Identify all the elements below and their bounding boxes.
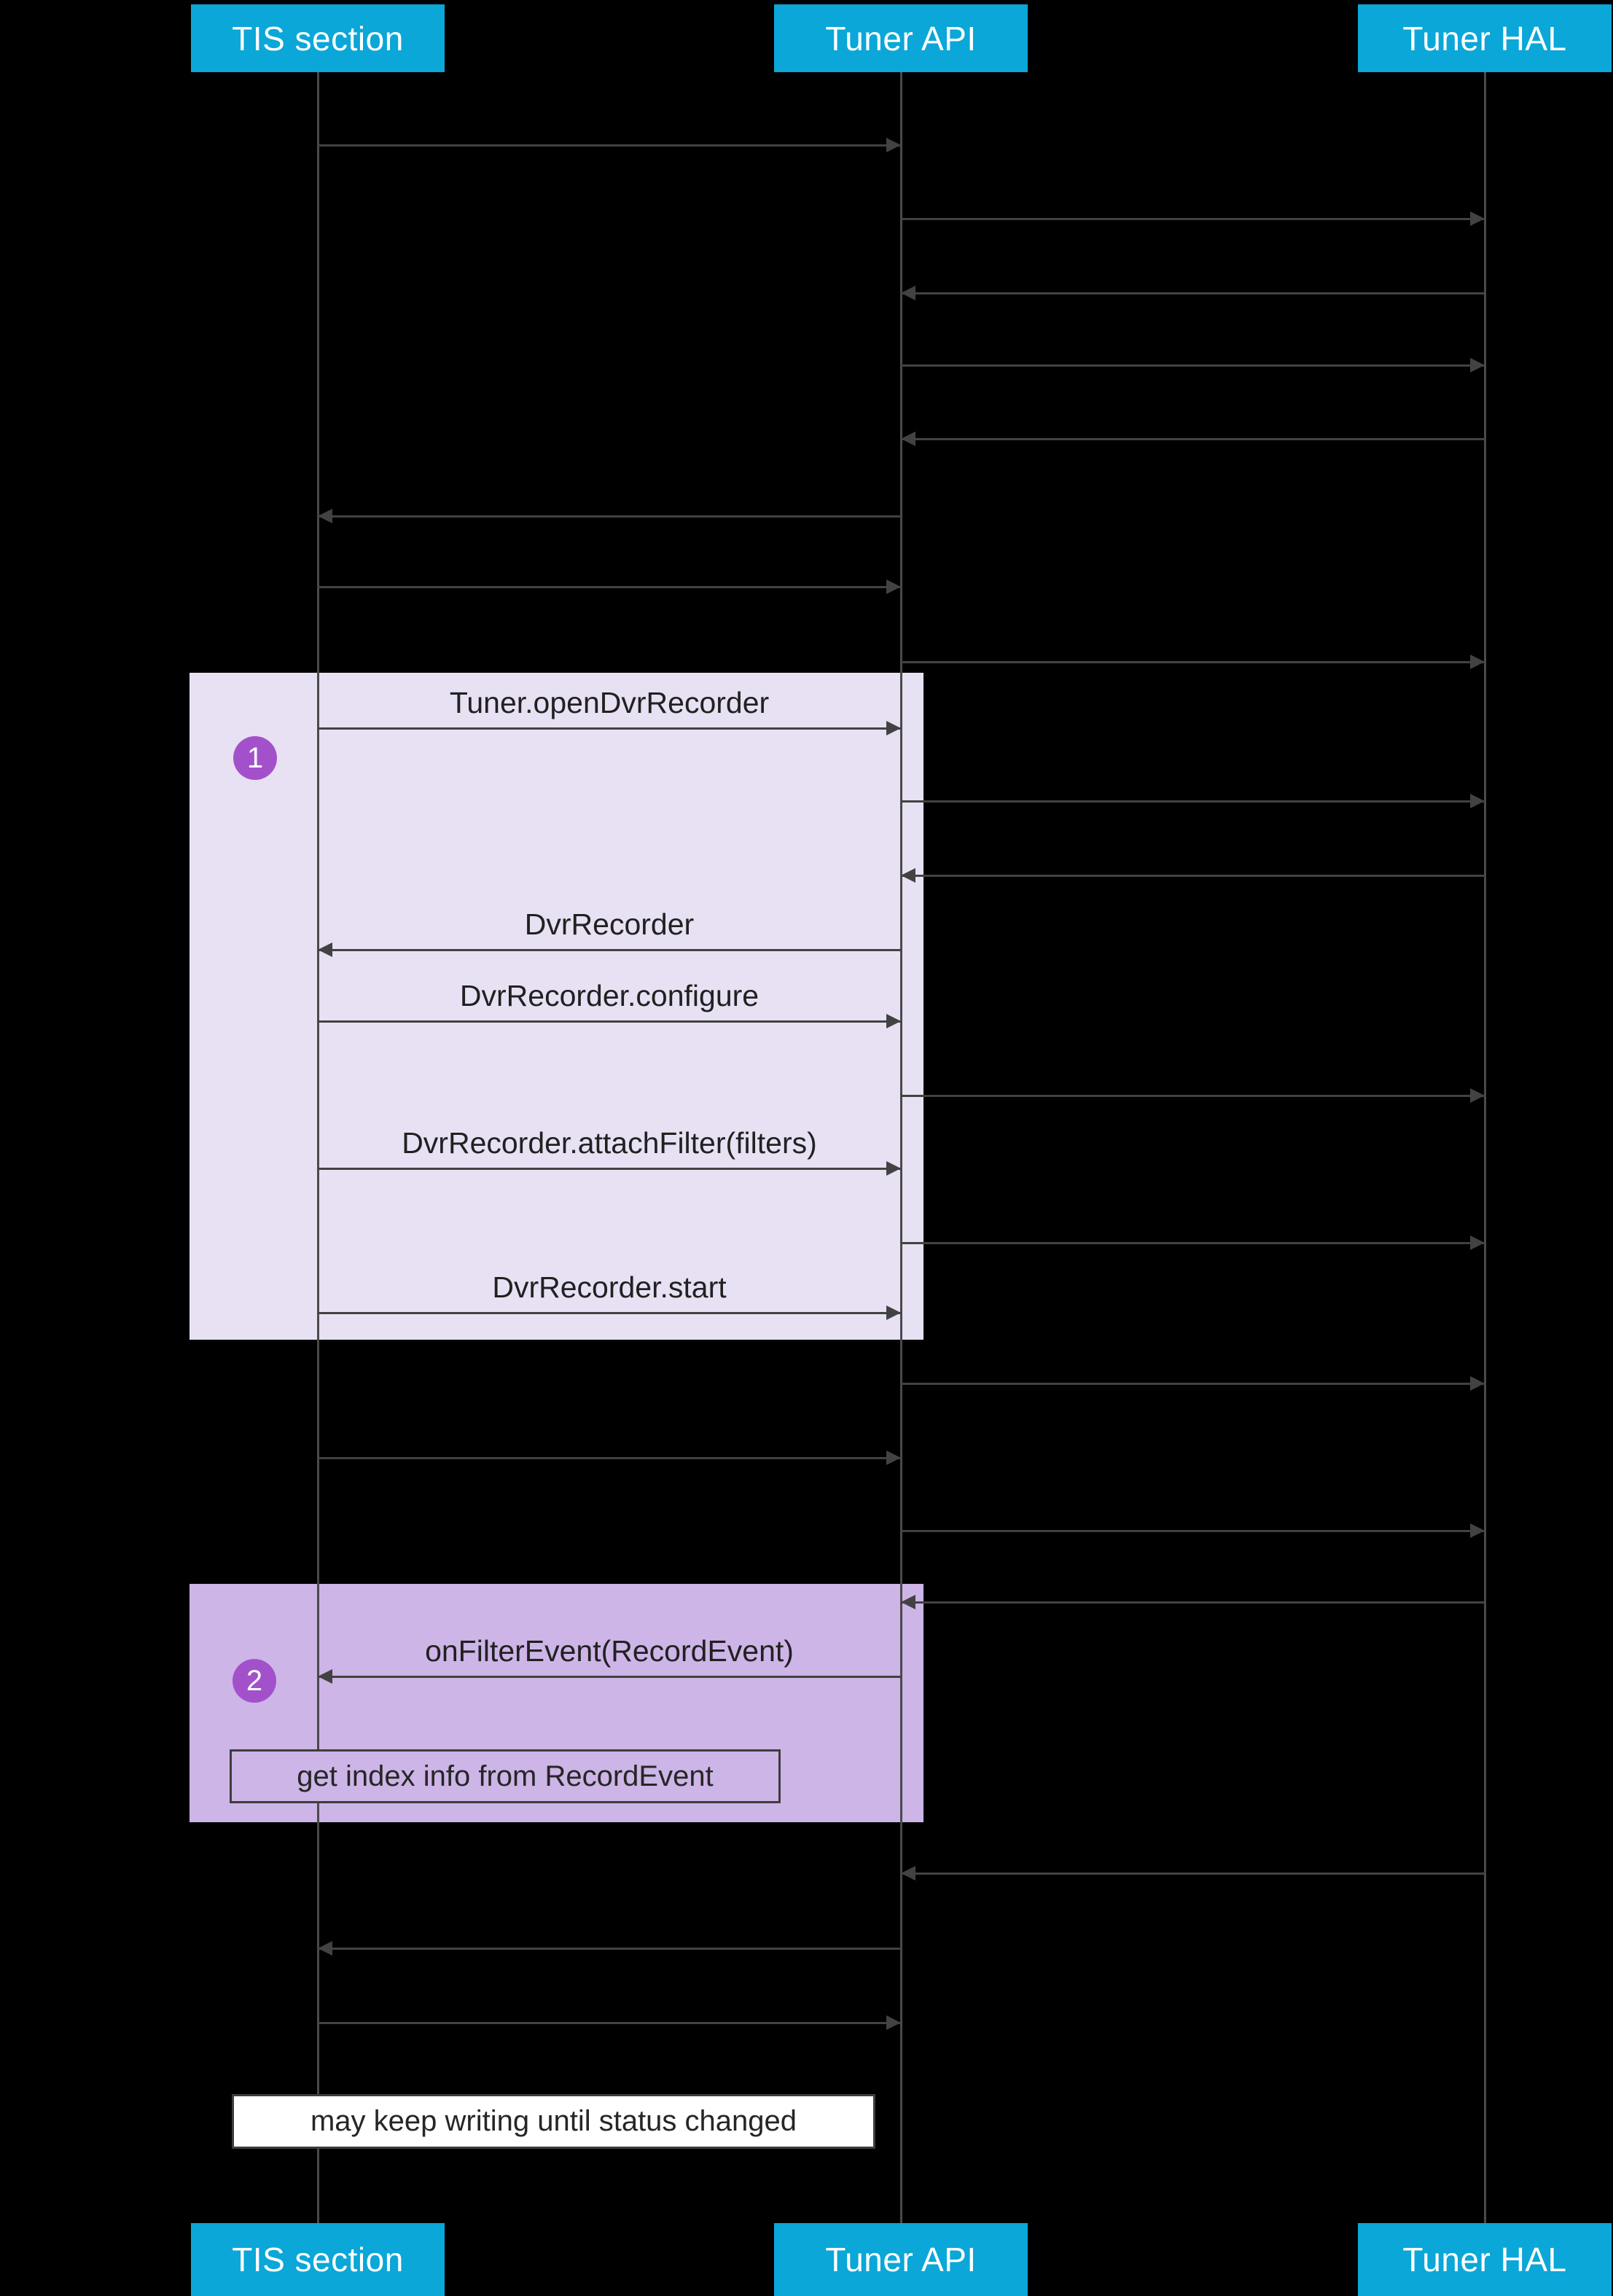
arrowhead-right-icon bbox=[886, 579, 901, 594]
arrowhead-right-icon bbox=[886, 1014, 901, 1028]
participant-header-hal-bottom: Tuner HAL bbox=[1358, 2223, 1612, 2296]
message-arrow bbox=[318, 1161, 901, 1176]
message-arrow bbox=[901, 1866, 1485, 1881]
message-arrow bbox=[901, 286, 1485, 300]
lifeline-hal bbox=[1484, 72, 1486, 2223]
arrowhead-right-icon bbox=[886, 721, 901, 735]
message-label: Tuner.openDvrRecorder bbox=[449, 686, 770, 719]
arrowhead-right-icon bbox=[1470, 1376, 1485, 1391]
region-badge-1: 1 bbox=[233, 736, 277, 780]
message-arrow bbox=[318, 1669, 901, 1684]
arrowhead-right-icon bbox=[1470, 794, 1485, 808]
message-arrow bbox=[901, 868, 1485, 883]
arrowhead-right-icon bbox=[1470, 1088, 1485, 1103]
region-badge-2: 2 bbox=[233, 1659, 276, 1703]
arrowhead-right-icon bbox=[1470, 1523, 1485, 1538]
message-arrow bbox=[901, 1595, 1485, 1609]
message-arrow bbox=[318, 2015, 901, 2030]
message-arrow bbox=[318, 1941, 901, 1956]
message-arrow bbox=[318, 579, 901, 594]
message-label: DvrRecorder.start bbox=[492, 1270, 727, 1304]
message-arrow bbox=[318, 721, 901, 735]
message-arrow bbox=[901, 794, 1485, 808]
arrowhead-right-icon bbox=[1470, 655, 1485, 669]
arrowhead-right-icon bbox=[886, 138, 901, 152]
message-label: DvrRecorder.configure bbox=[459, 979, 759, 1012]
arrowhead-left-icon bbox=[901, 286, 915, 300]
lifeline-tis bbox=[317, 72, 319, 2223]
note-box: may keep writing until status changed bbox=[232, 2094, 875, 2149]
arrowhead-left-icon bbox=[901, 1595, 915, 1609]
message-arrow bbox=[318, 138, 901, 152]
highlight-region-1 bbox=[190, 673, 923, 1340]
message-arrow bbox=[318, 942, 901, 957]
message-arrow bbox=[901, 1088, 1485, 1103]
message-label: DvrRecorder bbox=[524, 907, 695, 941]
arrowhead-right-icon bbox=[1470, 211, 1485, 226]
participant-header-api-bottom: Tuner API bbox=[774, 2223, 1028, 2296]
arrowhead-left-icon bbox=[901, 432, 915, 446]
arrowhead-right-icon bbox=[886, 2015, 901, 2030]
participant-header-tis-top: TIS section bbox=[191, 4, 445, 72]
arrowhead-left-icon bbox=[901, 868, 915, 883]
message-arrow bbox=[318, 1014, 901, 1028]
message-arrow bbox=[318, 1305, 901, 1320]
arrowhead-right-icon bbox=[1470, 358, 1485, 372]
participant-header-api-top: Tuner API bbox=[774, 4, 1028, 72]
message-arrow bbox=[901, 432, 1485, 446]
arrowhead-right-icon bbox=[886, 1305, 901, 1320]
message-arrow bbox=[901, 1235, 1485, 1250]
lifeline-api bbox=[900, 72, 902, 2223]
arrowhead-left-icon bbox=[318, 509, 332, 523]
message-label: onFilterEvent(RecordEvent) bbox=[425, 1634, 794, 1668]
message-arrow bbox=[901, 1523, 1485, 1538]
message-arrow bbox=[901, 655, 1485, 669]
message-arrow bbox=[901, 1376, 1485, 1391]
message-arrow bbox=[901, 211, 1485, 226]
arrowhead-right-icon bbox=[886, 1161, 901, 1176]
message-arrow bbox=[318, 509, 901, 523]
note-box: get index info from RecordEvent bbox=[230, 1749, 781, 1803]
participant-header-tis-bottom: TIS section bbox=[191, 2223, 445, 2296]
arrowhead-left-icon bbox=[318, 1669, 332, 1684]
arrowhead-right-icon bbox=[1470, 1235, 1485, 1250]
participant-header-hal-top: Tuner HAL bbox=[1358, 4, 1612, 72]
message-label: DvrRecorder.attachFilter(filters) bbox=[402, 1126, 817, 1160]
arrowhead-right-icon bbox=[886, 1450, 901, 1465]
arrowhead-left-icon bbox=[901, 1866, 915, 1881]
arrowhead-left-icon bbox=[318, 942, 332, 957]
message-arrow bbox=[901, 358, 1485, 372]
arrowhead-left-icon bbox=[318, 1941, 332, 1956]
message-arrow bbox=[318, 1450, 901, 1465]
